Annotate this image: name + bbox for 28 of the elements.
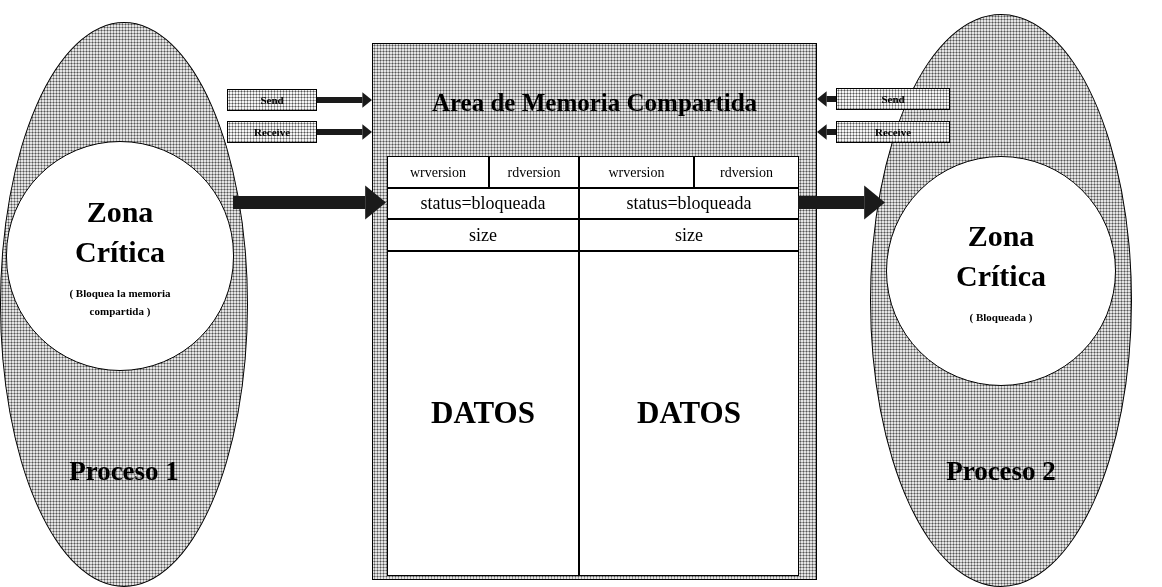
arrow	[233, 185, 386, 220]
message-box: Send	[227, 89, 317, 111]
zone-note: ( Bloquea la memoria compartida )	[68, 285, 172, 319]
arrow	[798, 185, 885, 220]
zone-title: Zona Crítica	[955, 217, 1047, 295]
arrow	[817, 91, 836, 107]
table-cell: wrversion	[387, 156, 489, 188]
arrow	[317, 124, 372, 140]
table-cell: status=bloqueada	[579, 188, 799, 219]
shared-memory-box	[372, 43, 817, 580]
table-cell: status=bloqueada	[387, 188, 579, 219]
table-cell: size	[579, 219, 799, 251]
zone-note: ( Bloqueada )	[968, 309, 1034, 325]
message-box: Send	[836, 88, 950, 110]
message-box: Receive	[227, 121, 317, 143]
table-cell: wrversion	[579, 156, 694, 188]
process-label: Proceso 2	[946, 454, 1056, 488]
process-label: Proceso 1	[69, 454, 179, 488]
arrow	[817, 124, 836, 140]
table-cell: rdversion	[489, 156, 579, 188]
table-cell: rdversion	[694, 156, 799, 188]
message-box: Receive	[836, 121, 950, 143]
zone-title: Zona Crítica	[74, 193, 166, 271]
memory-title: Area de Memoria Compartida	[431, 88, 758, 118]
table-cell: DATOS	[579, 251, 799, 576]
table-cell: size	[387, 219, 579, 251]
table-cell: DATOS	[387, 251, 579, 576]
arrow	[317, 92, 372, 108]
